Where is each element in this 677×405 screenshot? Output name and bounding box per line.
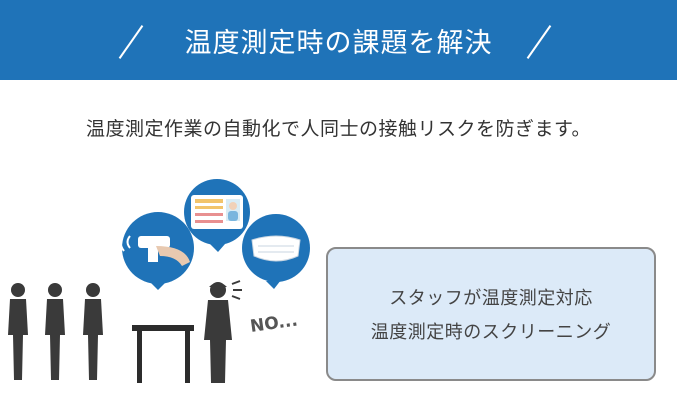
callout-box: スタッフが温度測定対応 温度測定時のスクリーニング	[326, 247, 656, 381]
queue-people-icon	[8, 283, 103, 380]
thermometer-bubble-icon	[119, 212, 194, 290]
mask-bubble-icon	[242, 214, 310, 289]
subtitle: 温度測定作業の自動化で人同士の接触リスクを防ぎます。	[85, 118, 592, 140]
page-title: 温度測定時の課題を解決	[184, 27, 493, 59]
callout-line-2: 温度測定時のスクリーニング	[370, 322, 612, 343]
staff-person-icon	[204, 280, 242, 383]
header-banner: 温度測定時の課題を解決	[0, 0, 677, 80]
no-text: NO...	[249, 311, 299, 337]
id-card-bubble-icon	[184, 179, 250, 252]
callout-line-1: スタッフが温度測定対応	[389, 288, 593, 309]
table-icon	[132, 325, 194, 383]
illustration: NO...	[8, 179, 310, 383]
